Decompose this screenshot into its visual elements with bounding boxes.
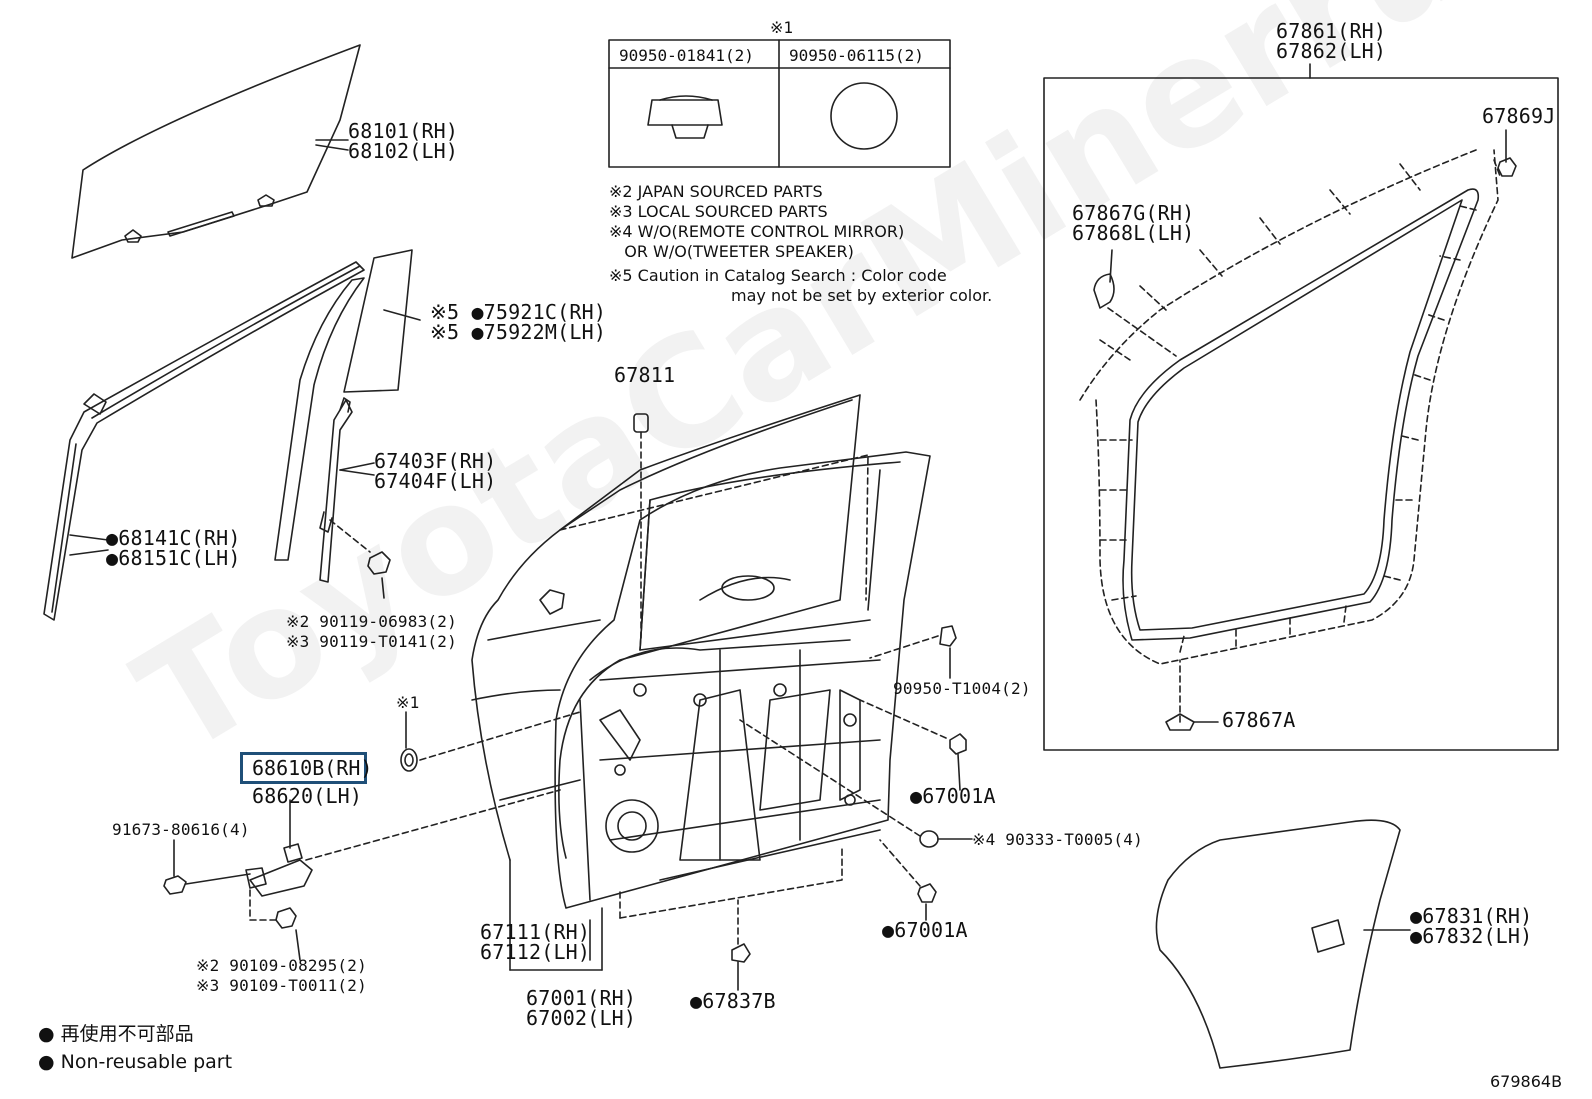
clip-67811 [633, 413, 649, 641]
label-90109b[interactable]: ※3 90109-T0011(2) [196, 976, 367, 995]
label-90950t[interactable]: 90950-T1004(2) [893, 679, 1031, 698]
door-inner-panel [539, 451, 931, 909]
note-2: ※2 JAPAN SOURCED PARTS [609, 182, 823, 201]
label-67404[interactable]: 67404F(LH) [374, 469, 497, 493]
center-channel [274, 277, 375, 583]
note-4: ※4 W/O(REMOTE CONTROL MIRROR) [609, 222, 905, 241]
label-90119a[interactable]: ※2 90119-06983(2) [286, 612, 457, 631]
frame-guide-lines [559, 454, 869, 919]
label-90333[interactable]: ※4 90333-T0005(4) [972, 830, 1143, 849]
door-bracket-lines [509, 859, 603, 971]
label-67811[interactable]: 67811 [614, 363, 676, 387]
label-67001a-1[interactable]: ●67001A [910, 784, 996, 808]
label-68141[interactable]: ●68141C(RH) [106, 526, 241, 550]
door-panel [471, 394, 861, 861]
label-67869j[interactable]: 67869J [1482, 104, 1556, 128]
grommet-90333 [739, 719, 973, 848]
label-67002[interactable]: 67002(LH) [526, 1006, 637, 1030]
weatherstrip-panel [1043, 63, 1559, 751]
screw-67001a-1 [859, 699, 967, 791]
bolt-90119 [329, 519, 391, 599]
label-91673[interactable]: 91673-80616(4) [112, 820, 250, 839]
label-68151[interactable]: ●68151C(LH) [106, 546, 241, 570]
label-67111[interactable]: 67111(RH) [480, 920, 591, 944]
legend-english: ● Non-reusable part [38, 1051, 233, 1073]
label-68102[interactable]: 68102(LH) [348, 139, 459, 163]
label-67837b[interactable]: ●67837B [690, 989, 776, 1013]
label-67001a-2[interactable]: ●67001A [882, 918, 968, 942]
label-67831[interactable]: ●67831(RH) [1410, 904, 1533, 928]
label-68101[interactable]: 68101(RH) [348, 119, 459, 143]
label-75922[interactable]: ※5 ●75922M(LH) [430, 320, 607, 344]
note-5: ※5 Caution in Catalog Search : Color cod… [609, 266, 947, 285]
label-67001[interactable]: 67001(RH) [526, 986, 637, 1010]
note-3: ※3 LOCAL SOURCED PARTS [609, 202, 828, 221]
legend-japanese: ● 再使用不可部品 [38, 1023, 194, 1045]
table-marker: ※1 [770, 18, 794, 37]
label-75921[interactable]: ※5 ●75921C(RH) [430, 300, 607, 324]
clip-67837b [731, 899, 751, 991]
clip-90950t [869, 625, 957, 679]
screw-67001a-2 [879, 839, 937, 921]
label-68610b: 68610B(RH) [252, 756, 373, 780]
run-channel [43, 261, 365, 621]
label-67861[interactable]: 67861(RH) [1276, 19, 1387, 43]
label-67832[interactable]: ●67832(LH) [1410, 924, 1533, 948]
highlighted-part-68610b[interactable]: 68610B(RH) [240, 752, 372, 784]
label-67868l[interactable]: 67868L(LH) [1072, 221, 1195, 245]
figure-id: 679864B [1490, 1072, 1563, 1091]
grommet-star1 [400, 711, 581, 772]
label-67867a[interactable]: 67867A [1222, 708, 1296, 732]
pillar-garnish [343, 249, 421, 393]
label-68620[interactable]: 68620(LH) [252, 784, 363, 808]
label-67403[interactable]: 67403F(RH) [374, 449, 497, 473]
label-star1: ※1 [396, 693, 420, 712]
note-4b: OR W/O(TWEETER SPEAKER) [609, 242, 854, 261]
service-hole-cover [1155, 819, 1411, 1069]
clip-table [608, 39, 951, 168]
door-check [163, 789, 561, 961]
label-90109a[interactable]: ※2 90109-08295(2) [196, 956, 367, 975]
label-67112[interactable]: 67112(LH) [480, 940, 591, 964]
table-col2: 90950-06115(2) [789, 46, 924, 65]
label-67867g[interactable]: 67867G(RH) [1072, 201, 1195, 225]
label-90119b[interactable]: ※3 90119-T0141(2) [286, 632, 457, 651]
door-glass [71, 44, 361, 259]
note-5b: may not be set by exterior color. [731, 286, 993, 305]
label-67862[interactable]: 67862(LH) [1276, 39, 1387, 63]
table-col1: 90950-01841(2) [619, 46, 754, 65]
